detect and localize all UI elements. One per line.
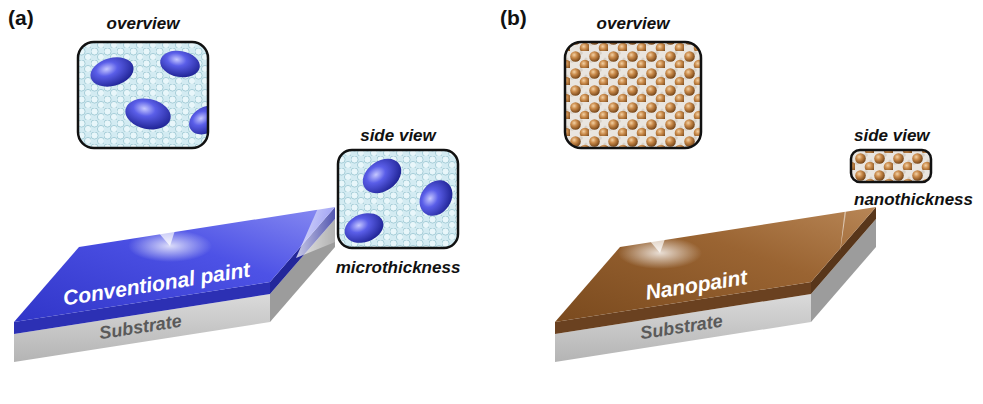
callout-note: microthickness xyxy=(336,258,461,278)
side-view-bubble xyxy=(338,150,459,248)
overview-bubble xyxy=(565,42,701,148)
callout-title: overview xyxy=(107,14,180,34)
overview-bubble xyxy=(78,42,228,148)
overview-callout: overview xyxy=(73,14,213,150)
side-view-callout: side view nanothickness xyxy=(848,126,978,210)
panel-label: (b) xyxy=(500,6,527,30)
overview-callout: overview xyxy=(563,14,703,150)
callout-note: nanothickness xyxy=(854,190,973,210)
panel-label: (a) xyxy=(8,6,34,30)
callout-title: side view xyxy=(360,126,436,146)
side-view-bubble xyxy=(851,150,931,182)
side-view-callout: side view microthickness xyxy=(318,126,478,278)
magnify-cones xyxy=(84,146,851,269)
nanopaint-slab xyxy=(555,207,876,362)
callout-title: side view xyxy=(854,126,930,146)
callout-title: overview xyxy=(597,14,670,34)
